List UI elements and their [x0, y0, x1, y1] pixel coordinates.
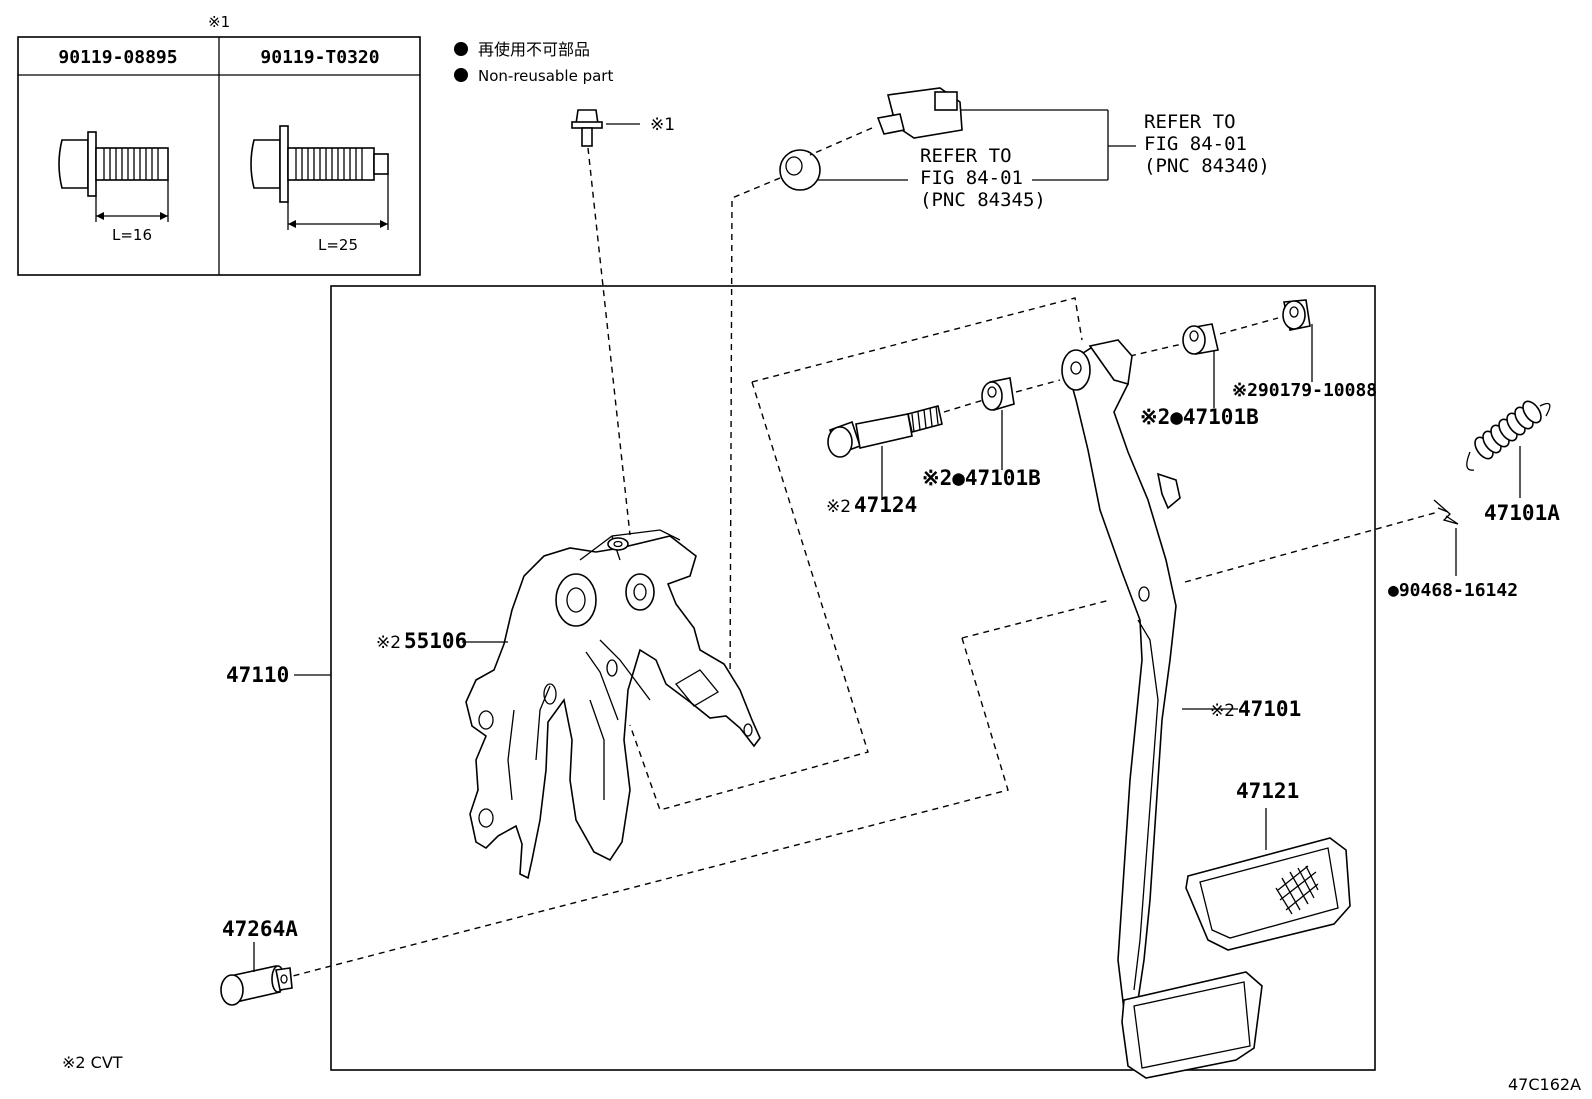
return-spring-47101a-part: [1466, 400, 1551, 471]
legend-col1-part-number: 90119-08895: [58, 47, 177, 68]
nonreusable-legend: 再使用不可部品 Non-reusable part: [454, 40, 613, 85]
svg-text:(PNC 84345): (PNC 84345): [920, 189, 1046, 211]
part-55106-label: 55106: [404, 629, 467, 653]
refer-label-84345: REFER TO FIG 84-01 (PNC 84345): [920, 145, 1046, 211]
nonreusable-dot-icon: [454, 42, 468, 56]
nonreusable-label-en: Non-reusable part: [478, 67, 613, 85]
part-47101b-upper-label: ※2●47101B: [1140, 405, 1259, 429]
figure-code: 47C162A: [1508, 1075, 1581, 1094]
brake-pedal-arm-47101-part: [1061, 339, 1263, 1079]
nonreusable-label-jp: 再使用不可部品: [478, 40, 590, 59]
part-47124-mark: ※2: [826, 497, 851, 517]
part-55106-mark: ※2: [376, 633, 401, 653]
bolt-note-label: ※1: [650, 115, 675, 135]
nonreusable-dot-icon: [454, 68, 468, 82]
part-47110-label: 47110: [226, 663, 289, 687]
svg-text:REFER TO: REFER TO: [1144, 111, 1236, 133]
part-47101-label: 47101: [1238, 697, 1301, 721]
part-47101b-lower-label: ※2●47101B: [922, 466, 1041, 490]
bushing-47101b-right-part: [1182, 323, 1219, 355]
assembly-47110-frame: [330, 285, 1376, 1071]
part-47121-label: 47121: [1236, 779, 1299, 803]
footnote-cvt: ※2 CVT: [62, 1053, 123, 1072]
bolt-long-icon: [250, 125, 389, 230]
pivot-bolt-47124-part: [827, 405, 943, 458]
svg-text:FIG 84-01: FIG 84-01: [920, 167, 1023, 189]
svg-text:FIG 84-01: FIG 84-01: [1144, 133, 1247, 155]
part-47101-mark: ※2: [1210, 701, 1235, 721]
refer-label-84340: REFER TO FIG 84-01 (PNC 84340): [1144, 111, 1270, 177]
legend-note-symbol: ※1: [208, 13, 230, 31]
mounting-bolt-part: [571, 109, 640, 147]
grommet-part: [779, 149, 821, 191]
part-47101a-label: 47101A: [1484, 501, 1560, 525]
svg-text:(PNC 84340): (PNC 84340): [1144, 155, 1270, 177]
pedal-pad-47121-part: [1185, 837, 1351, 951]
retaining-clip-90468-part: [1433, 499, 1459, 525]
collar-90179-part: [1282, 299, 1311, 331]
part-47264a-label: 47264A: [222, 917, 298, 941]
legend-col1-length: L=16: [112, 226, 152, 244]
svg-text:REFER TO: REFER TO: [920, 145, 1012, 167]
bolt-short-icon: [58, 131, 169, 222]
bushing-47101b-left-part: [981, 377, 1015, 412]
legend-col2-length: L=25: [318, 236, 358, 254]
bolt-legend-table: ※1 90119-08895 90119-T0320 L=16: [17, 13, 421, 276]
part-90179-label: ※290179-10088: [1232, 380, 1377, 401]
part-90468-label: ●90468-16142: [1388, 580, 1518, 601]
clevis-pin-47264a-part: [220, 965, 293, 1006]
stop-lamp-switch-part: [876, 87, 963, 139]
legend-col2-part-number: 90119-T0320: [260, 47, 379, 68]
pedal-bracket-55106-part: [465, 529, 761, 880]
part-47124-label: 47124: [854, 493, 917, 517]
